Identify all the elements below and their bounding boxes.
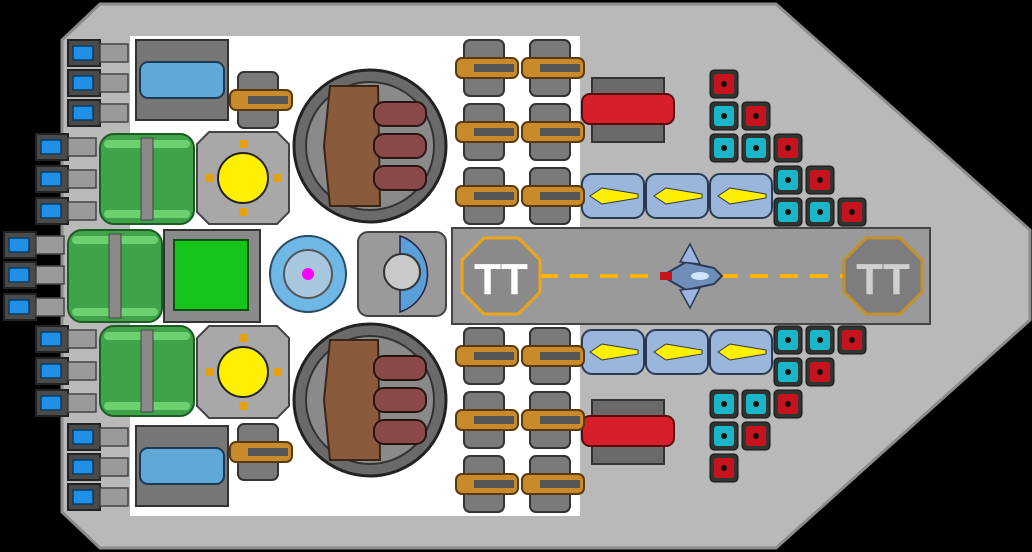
armor-block-icon[interactable]	[709, 69, 739, 99]
missile-pod-icon[interactable]	[645, 329, 709, 375]
thruster-icon[interactable]	[3, 231, 65, 259]
gun-turret-icon[interactable]	[521, 39, 585, 97]
thruster-icon[interactable]	[3, 293, 65, 321]
thruster-group	[3, 39, 129, 511]
missile-pod-icon[interactable]	[709, 329, 773, 375]
armor-block-icon[interactable]	[837, 197, 867, 227]
reactor-icon[interactable]	[67, 229, 163, 323]
cannon-turret-icon[interactable]	[292, 322, 448, 478]
shield-block-icon[interactable]	[709, 421, 739, 451]
armor-block-icon[interactable]	[805, 357, 835, 387]
shield-block-icon[interactable]	[773, 165, 803, 195]
thruster-icon[interactable]	[35, 197, 97, 225]
shield-block-icon[interactable]	[805, 197, 835, 227]
reactor-icon[interactable]	[99, 133, 195, 225]
gun-turret-icon[interactable]	[455, 455, 519, 513]
runway: TT TT	[451, 227, 931, 325]
gun-turret-icon[interactable]	[455, 167, 519, 225]
shield-block-icon[interactable]	[773, 197, 803, 227]
thruster-icon[interactable]	[35, 133, 97, 161]
engine-module-icon[interactable]	[357, 231, 447, 317]
helipad-left[interactable]	[460, 236, 542, 316]
gun-turret-icon[interactable]	[521, 103, 585, 161]
shield-block-icon[interactable]	[741, 389, 771, 419]
shield-block-icon[interactable]	[741, 133, 771, 163]
armor-block-icon[interactable]	[773, 389, 803, 419]
gun-turret-icon[interactable]	[455, 391, 519, 449]
armor-block-icon[interactable]	[741, 101, 771, 131]
gun-turret-icon[interactable]	[229, 71, 293, 129]
gun-turret-icon[interactable]	[521, 167, 585, 225]
thruster-icon[interactable]	[67, 423, 129, 451]
shield-block-icon[interactable]	[709, 101, 739, 131]
missile-pod-icon[interactable]	[645, 173, 709, 219]
thruster-icon[interactable]	[3, 261, 65, 289]
armor-block-icon[interactable]	[709, 453, 739, 483]
shield-block-icon[interactable]	[773, 325, 803, 355]
gun-turret-icon[interactable]	[455, 39, 519, 97]
missile-launcher-icon[interactable]	[581, 77, 675, 143]
armor-block-icon[interactable]	[741, 421, 771, 451]
power-core-icon[interactable]	[196, 131, 290, 225]
armor-block-icon[interactable]	[805, 165, 835, 195]
gun-turret-icon[interactable]	[455, 327, 519, 385]
thruster-icon[interactable]	[67, 483, 129, 511]
reactor-icon[interactable]	[99, 325, 195, 417]
armor-shield-group	[709, 69, 867, 483]
thruster-icon[interactable]	[35, 325, 97, 353]
shield-block-icon[interactable]	[773, 357, 803, 387]
helipad-left-glyph: TT	[474, 255, 528, 304]
missile-pod-icon[interactable]	[135, 425, 229, 507]
missile-pod-icon[interactable]	[709, 173, 773, 219]
shield-block-icon[interactable]	[805, 325, 835, 355]
thruster-icon[interactable]	[35, 389, 97, 417]
helipad-right[interactable]	[842, 236, 924, 316]
armor-block-icon[interactable]	[837, 325, 867, 355]
thruster-icon[interactable]	[67, 99, 129, 127]
thruster-icon[interactable]	[67, 39, 129, 67]
helipad-right-glyph: TT	[856, 255, 910, 304]
control-core-icon[interactable]	[163, 229, 261, 323]
module-group	[135, 39, 773, 507]
gun-turret-group	[229, 39, 585, 513]
thruster-icon[interactable]	[67, 453, 129, 481]
cannon-turret-icon[interactable]	[292, 68, 448, 224]
thruster-icon[interactable]	[35, 357, 97, 385]
missile-pod-icon[interactable]	[581, 173, 645, 219]
gun-turret-icon[interactable]	[455, 103, 519, 161]
gun-turret-icon[interactable]	[521, 327, 585, 385]
shield-block-icon[interactable]	[709, 133, 739, 163]
gun-turret-icon[interactable]	[229, 423, 293, 481]
armor-block-icon[interactable]	[773, 133, 803, 163]
shield-block-icon[interactable]	[709, 389, 739, 419]
fighter-icon[interactable]	[660, 242, 724, 310]
thruster-icon[interactable]	[35, 165, 97, 193]
missile-launcher-icon[interactable]	[581, 399, 675, 465]
missile-pod-icon[interactable]	[581, 329, 645, 375]
reactor-group	[67, 133, 195, 417]
thruster-icon[interactable]	[67, 69, 129, 97]
gun-turret-icon[interactable]	[521, 455, 585, 513]
shield-generator-icon[interactable]	[269, 235, 347, 313]
gun-turret-icon[interactable]	[521, 391, 585, 449]
power-core-icon[interactable]	[196, 325, 290, 419]
missile-pod-icon[interactable]	[135, 39, 229, 121]
